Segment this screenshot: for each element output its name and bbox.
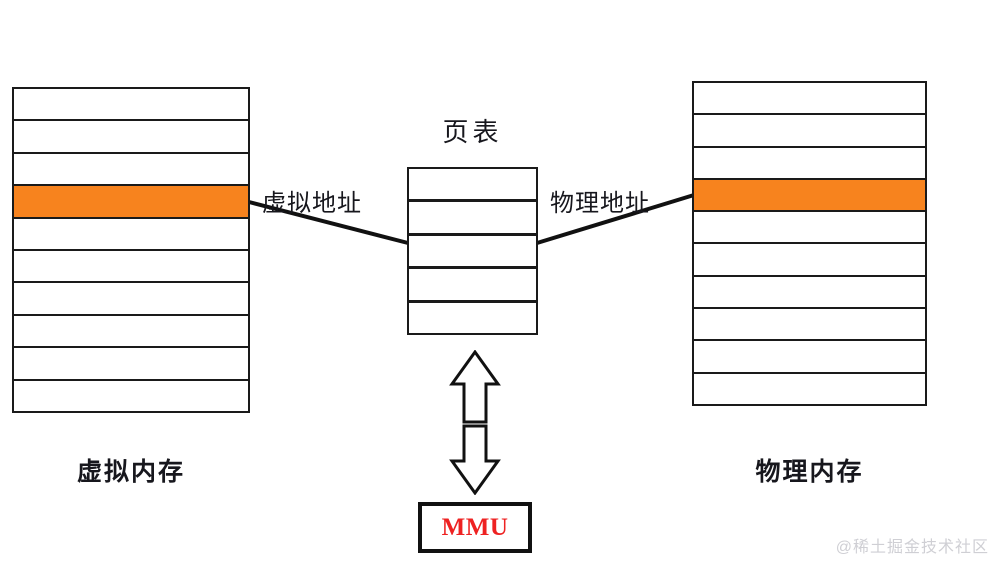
- mmu-box: MMU: [418, 502, 532, 553]
- arrow-down-icon: [449, 424, 501, 495]
- mmu-label: MMU: [441, 513, 509, 541]
- memory-row: [14, 283, 248, 316]
- virtual-address-label: 虚拟地址: [262, 191, 362, 217]
- page-table-entries: [407, 167, 538, 335]
- memory-row-highlighted: [694, 179, 925, 213]
- memory-row: [694, 115, 925, 148]
- physical-memory-frames: [692, 81, 927, 406]
- page-table-row: [409, 269, 536, 303]
- physical-memory-label: 物理内存: [755, 459, 864, 486]
- page-table-row: [409, 302, 536, 334]
- memory-row: [694, 212, 925, 245]
- memory-row: [14, 218, 248, 252]
- memory-row: [14, 380, 248, 412]
- virtual-memory-label: 虚拟内存: [76, 459, 185, 486]
- arrow-up-icon: [449, 350, 501, 424]
- page-table-row: [409, 169, 536, 203]
- bidirectional-block-arrows: [449, 350, 501, 495]
- memory-row: [694, 341, 925, 374]
- page-table-row: [409, 202, 536, 236]
- memory-row: [694, 309, 925, 342]
- memory-row: [694, 276, 925, 310]
- physical-address-label: 物理地址: [550, 191, 650, 217]
- memory-row: [14, 121, 248, 154]
- page-table-title: 页表: [442, 118, 503, 147]
- memory-row: [694, 244, 925, 277]
- watermark: @稀土掘金技术社区: [835, 539, 989, 556]
- page-table-row: [409, 235, 536, 270]
- memory-row: [694, 147, 925, 180]
- memory-row: [14, 348, 248, 381]
- memory-row: [694, 83, 925, 116]
- memory-row: [14, 89, 248, 122]
- memory-row: [694, 373, 925, 404]
- memory-row: [14, 315, 248, 349]
- memory-row-highlighted: [14, 186, 248, 219]
- virtual-memory-frames: [12, 87, 250, 413]
- memory-row: [14, 251, 248, 284]
- memory-row: [14, 153, 248, 187]
